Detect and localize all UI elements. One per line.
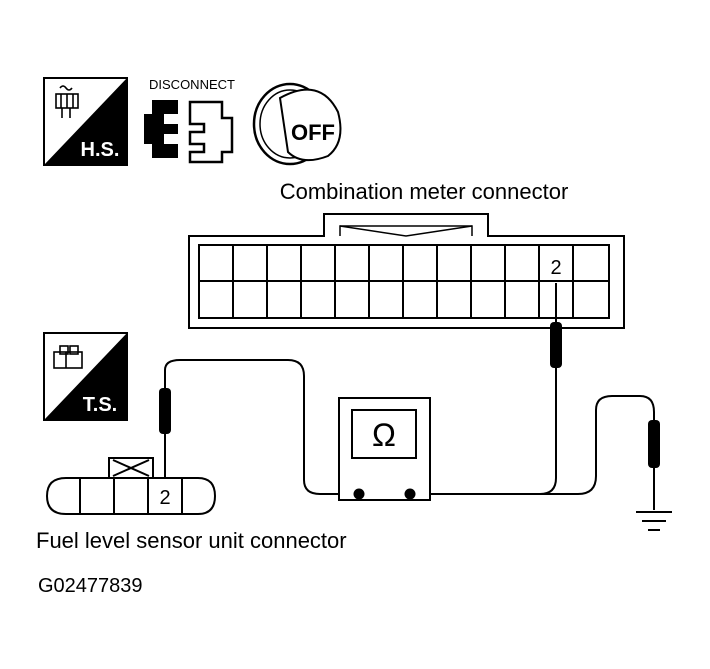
harness-side-badge: H.S. [43, 77, 128, 166]
terminal-side-badge: T.S. [43, 332, 128, 421]
disconnect-label: DISCONNECT [149, 77, 235, 92]
test-leads [164, 359, 655, 495]
ground-probe [648, 420, 660, 510]
terminal-connector-icon [53, 345, 83, 369]
ground-symbol-icon [636, 511, 672, 531]
ignition-off-label: OFF [291, 120, 335, 145]
meter-terminal-positive [404, 488, 416, 500]
harness-side-label: H.S. [81, 139, 120, 161]
ohmmeter-icon: Ω [338, 397, 431, 501]
figure-id: G02477839 [38, 575, 143, 597]
combination-meter-terminal-number: 2 [550, 257, 561, 279]
fuel-sensor-probe [159, 388, 171, 486]
fuel-sensor-terminal-number: 2 [159, 487, 170, 509]
terminal-side-label: T.S. [83, 394, 117, 416]
combination-meter-connector-title: Combination meter connector [280, 179, 569, 204]
meter-connector-probe [550, 283, 562, 368]
ignition-switch-icon: OFF [252, 82, 342, 166]
meter-terminal-negative [353, 488, 365, 500]
connector-disconnect-icon: DISCONNECT [144, 77, 235, 164]
fuel-level-sensor-connector: 2 [45, 457, 217, 515]
ohmmeter-symbol: Ω [372, 417, 396, 453]
combination-meter-connector: 2 [188, 213, 625, 329]
fuel-level-sensor-connector-title: Fuel level sensor unit connector [36, 528, 347, 553]
harness-connector-icon [55, 85, 79, 118]
